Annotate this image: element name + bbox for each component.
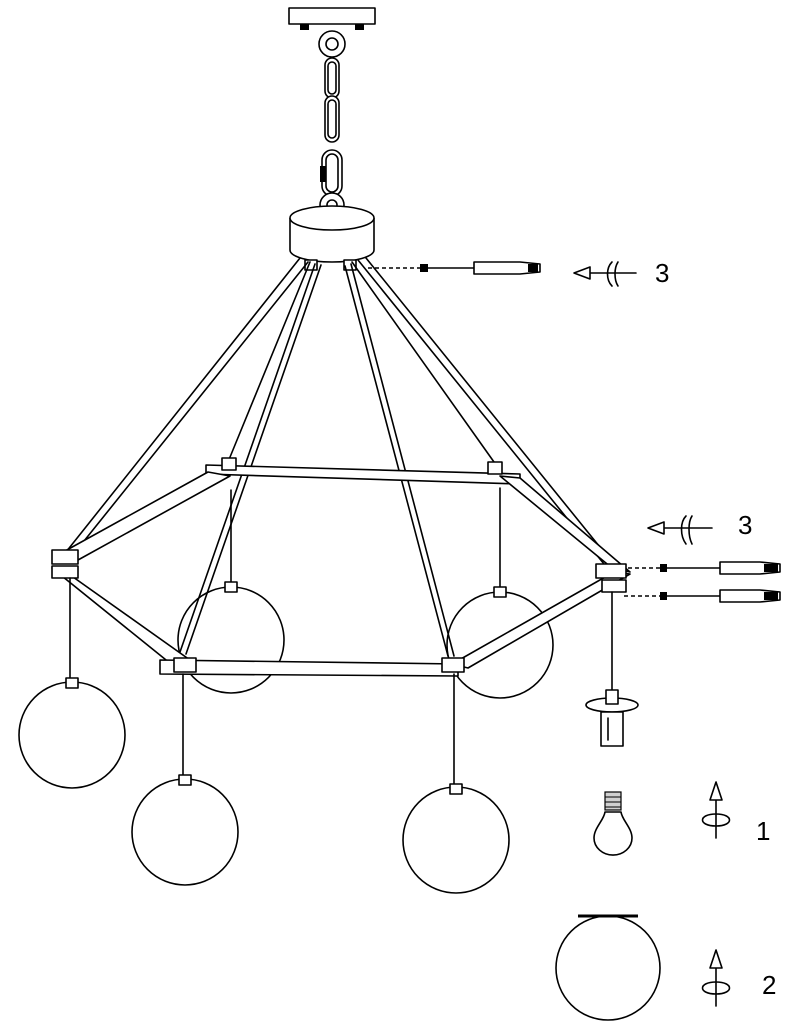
support-rods	[65, 257, 613, 657]
screwdriver-icon	[628, 561, 781, 575]
rotate-arrow-icon	[701, 949, 731, 1007]
rotate-arrow-icon	[647, 515, 713, 545]
step-number-1: 1	[756, 816, 771, 846]
hexagon-frame	[51, 457, 631, 677]
front-right-globe	[402, 673, 510, 894]
bulb-icon	[593, 791, 633, 856]
front-left-globe	[131, 673, 239, 886]
screwdriver-icon	[624, 589, 781, 603]
globe-icon	[555, 914, 661, 1021]
rotate-arrow-icon	[573, 261, 637, 287]
screwdriver-icon	[368, 261, 541, 275]
ceiling-plate-icon	[288, 7, 376, 58]
left-globe	[18, 577, 126, 789]
step-number-3-canopy: 3	[655, 258, 670, 288]
step-number-2: 2	[762, 970, 777, 1000]
canopy-icon	[289, 205, 375, 271]
rotate-arrow-icon	[701, 781, 731, 839]
step-number-3-arm: 3	[738, 510, 753, 540]
socket-icon	[585, 591, 639, 747]
chain-icon	[319, 57, 345, 218]
